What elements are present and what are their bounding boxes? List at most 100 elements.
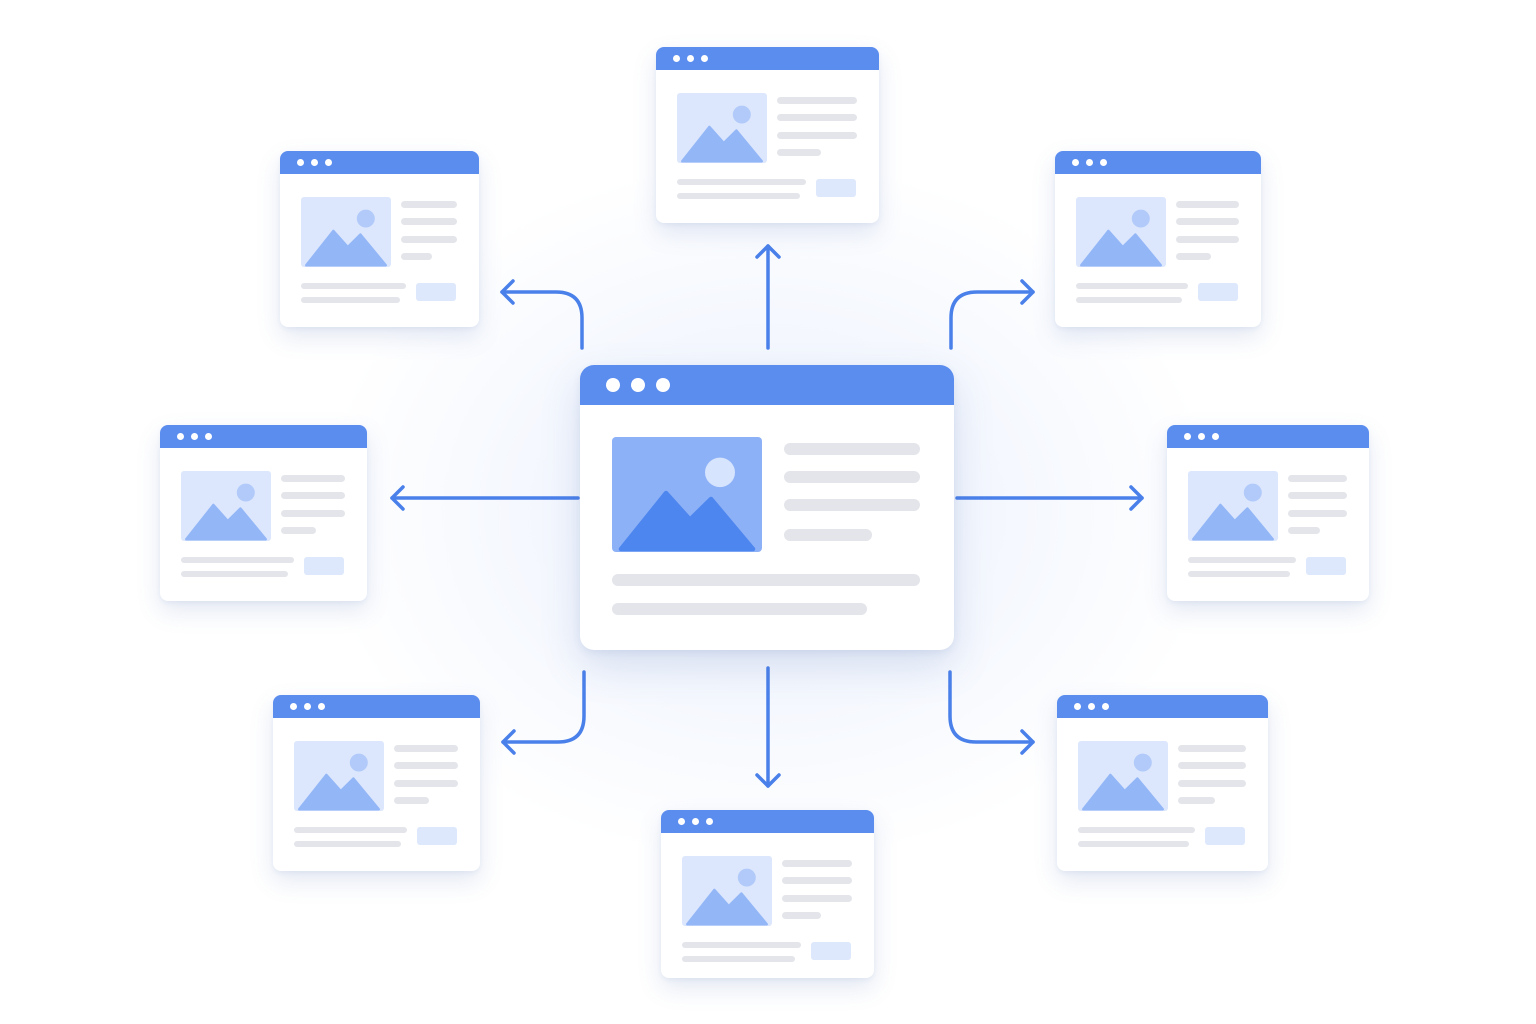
text-line [612, 603, 867, 615]
window-control-dot-icon [311, 159, 318, 166]
text-line [1188, 571, 1290, 577]
title-bar [273, 695, 480, 718]
window-control-dot-icon [325, 159, 332, 166]
title-bar [160, 425, 367, 448]
button-placeholder [416, 283, 456, 301]
image-placeholder [301, 197, 391, 267]
text-line [782, 912, 821, 919]
text-line [401, 253, 432, 260]
text-line [181, 571, 288, 577]
arrow-line [948, 670, 1035, 744]
button-placeholder [1306, 557, 1346, 575]
browser-window-top-left [280, 151, 479, 327]
text-line [777, 149, 821, 156]
image-placeholder [1078, 741, 1168, 811]
window-control-dot-icon [631, 378, 645, 392]
mountain-shape [681, 125, 763, 163]
arrow-bottom-left [501, 670, 586, 755]
sun-shape [1133, 753, 1152, 772]
window-control-dot-icon [297, 159, 304, 166]
window-control-dot-icon [290, 703, 297, 710]
window-control-dot-icon [1102, 703, 1109, 710]
button-placeholder [1205, 827, 1245, 845]
arrow-bottom-right [948, 670, 1035, 755]
image-icon [618, 457, 756, 552]
window-control-dot-icon [687, 55, 694, 62]
title-bar [661, 810, 874, 833]
text-line [1178, 780, 1246, 787]
browser-window-bottom-left [273, 695, 480, 871]
mountain-shape [1192, 503, 1274, 541]
image-icon [686, 868, 768, 926]
image-placeholder [682, 856, 772, 926]
text-line [1288, 475, 1347, 482]
text-line [682, 956, 795, 962]
image-icon [305, 209, 387, 267]
button-placeholder [1198, 283, 1238, 301]
window-control-dot-icon [1100, 159, 1107, 166]
text-line [281, 475, 345, 482]
arrow-bottom [755, 666, 781, 788]
window-control-dot-icon [673, 55, 680, 62]
sun-shape [236, 483, 255, 502]
window-control-dot-icon [1088, 703, 1095, 710]
arrowhead-icon [755, 773, 781, 788]
arrowhead-icon [1020, 729, 1035, 755]
image-icon [681, 105, 763, 163]
arrow-left [390, 485, 580, 511]
text-line [301, 283, 406, 289]
text-line [782, 877, 852, 884]
window-control-dot-icon [706, 818, 713, 825]
text-line [294, 827, 407, 833]
text-line [784, 443, 920, 455]
window-control-dot-icon [177, 433, 184, 440]
mountain-shape [298, 773, 380, 811]
image-icon [185, 483, 267, 541]
mountain-shape [185, 503, 267, 541]
text-line [1288, 510, 1347, 517]
text-line [782, 895, 852, 902]
image-icon [298, 753, 380, 811]
image-icon [1082, 753, 1164, 811]
mountain-shape [686, 888, 768, 926]
button-placeholder [417, 827, 457, 845]
browser-window-bottom-right [1057, 695, 1268, 871]
arrow-right [955, 485, 1144, 511]
image-placeholder [1188, 471, 1278, 541]
arrowhead-icon [755, 244, 781, 259]
text-line [1176, 253, 1211, 260]
title-bar [1057, 695, 1268, 718]
mountain-shape [618, 490, 756, 552]
window-control-dot-icon [304, 703, 311, 710]
browser-window-left [160, 425, 367, 601]
text-line [1076, 283, 1188, 289]
title-bar [580, 365, 954, 405]
browser-window-top [656, 47, 879, 223]
sun-shape [356, 209, 375, 228]
button-placeholder [304, 557, 344, 575]
text-line [612, 574, 920, 586]
text-line [777, 97, 857, 104]
text-line [784, 499, 920, 511]
window-control-dot-icon [606, 378, 620, 392]
browser-window-right [1167, 425, 1369, 601]
text-line [1176, 218, 1239, 225]
browser-window-bottom [661, 810, 874, 978]
sun-shape [1131, 209, 1150, 228]
text-line [401, 236, 457, 243]
text-line [301, 297, 400, 303]
sun-shape [1243, 483, 1262, 502]
text-line [682, 942, 801, 948]
text-line [281, 510, 345, 517]
text-line [1178, 762, 1246, 769]
window-control-dot-icon [318, 703, 325, 710]
image-placeholder [294, 741, 384, 811]
arrowhead-icon [1020, 279, 1035, 305]
text-line [1178, 745, 1246, 752]
text-line [677, 193, 800, 199]
arrow-line [949, 290, 1035, 350]
window-control-dot-icon [692, 818, 699, 825]
window-control-dot-icon [1086, 159, 1093, 166]
